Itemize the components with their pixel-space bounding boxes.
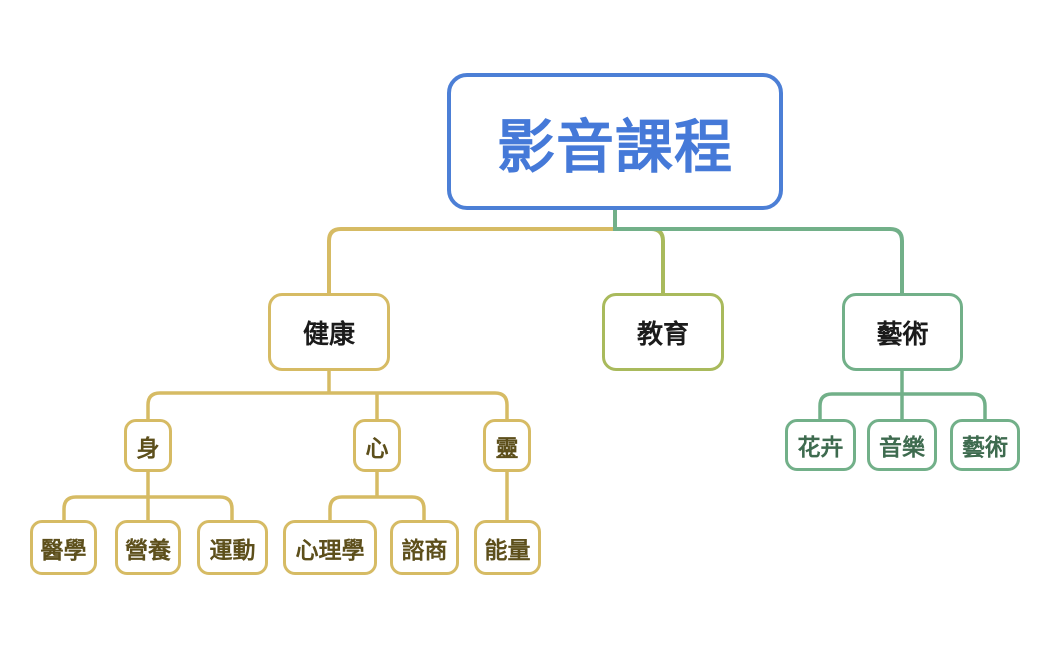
node-art-child[interactable]: 藝術	[950, 419, 1020, 471]
node-psychology[interactable]: 心理學	[283, 520, 377, 575]
node-body-label: 身	[136, 434, 160, 461]
node-medicine[interactable]: 醫學	[30, 520, 97, 575]
node-exercise-label: 運動	[209, 536, 256, 563]
node-health[interactable]: 健康	[268, 293, 390, 371]
node-mind[interactable]: 心	[353, 419, 401, 472]
node-music-label: 音樂	[879, 434, 925, 460]
node-flowers-label: 花卉	[797, 434, 844, 460]
node-mind-label: 心	[365, 434, 389, 461]
node-exercise[interactable]: 運動	[197, 520, 268, 575]
node-psychology-label: 心理學	[295, 536, 365, 563]
node-education[interactable]: 教育	[602, 293, 724, 371]
node-nutrition[interactable]: 營養	[115, 520, 181, 575]
node-medicine-label: 醫學	[40, 536, 87, 563]
node-spirit-label: 靈	[495, 434, 519, 461]
node-art[interactable]: 藝術	[842, 293, 963, 371]
node-education-label: 教育	[636, 318, 689, 349]
connector-art-children	[818, 371, 987, 419]
node-art-child-label: 藝術	[962, 434, 1008, 460]
node-counseling[interactable]: 諮商	[390, 520, 459, 575]
connector-root-art	[613, 210, 904, 293]
connector-root-health	[327, 210, 617, 293]
node-health-label: 健康	[302, 318, 355, 349]
node-music[interactable]: 音樂	[867, 419, 937, 471]
connector-root-education	[613, 210, 665, 293]
node-art-label: 藝術	[876, 318, 929, 349]
connector-health-children	[146, 371, 509, 419]
node-spirit[interactable]: 靈	[483, 419, 531, 472]
node-nutrition-label: 營養	[125, 536, 171, 563]
node-body[interactable]: 身	[124, 419, 172, 472]
connector-body-children	[62, 472, 234, 520]
connector-mind-children	[328, 472, 426, 520]
node-energy-label: 能量	[484, 536, 531, 563]
node-root[interactable]: 影音課程	[447, 73, 783, 210]
node-flowers[interactable]: 花卉	[785, 419, 856, 471]
node-counseling-label: 諮商	[401, 536, 448, 563]
node-energy[interactable]: 能量	[474, 520, 541, 575]
node-root-label: 影音課程	[496, 114, 733, 180]
